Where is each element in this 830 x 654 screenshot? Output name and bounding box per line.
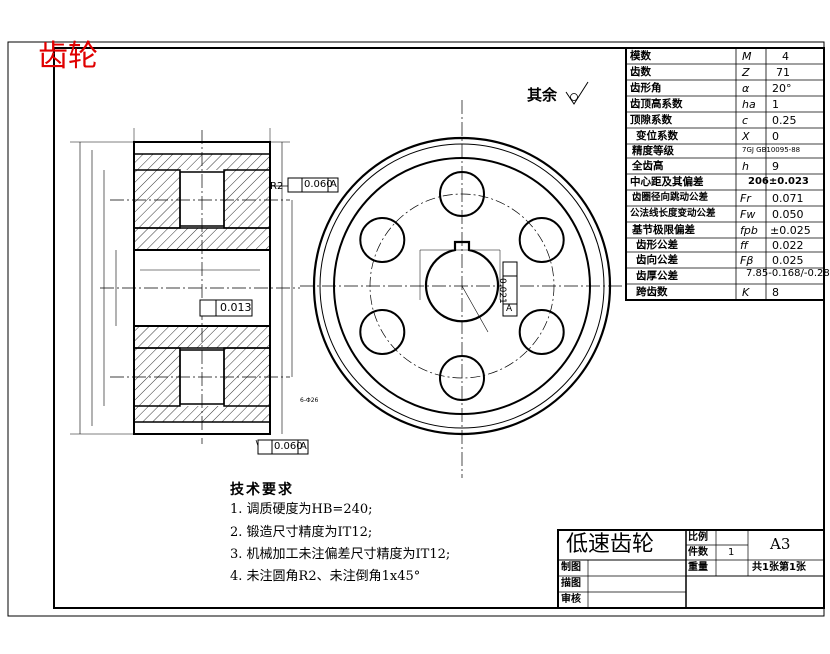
param-label-11: 基节极限偏差 [632,224,695,236]
part-name: 低速齿轮 [566,532,655,557]
roughness-symbol [565,81,589,105]
param-sym-15: K [742,286,750,299]
cylindricity-frame [199,299,253,317]
param-label-6: 精度等级 [632,145,674,157]
scale-label: 比例 [688,532,708,543]
param-label-7: 全齿高 [632,160,664,172]
drawn-label: 制图 [561,562,581,573]
param-val-12: 0.022 [772,239,804,252]
param-val-15: 8 [772,286,779,299]
param-sym-10: Fw [740,208,756,221]
param-label-3: 齿顶高系数 [630,98,683,110]
param-label-12: 齿形公差 [636,239,678,251]
param-sym-12: ff [740,239,748,252]
hole-note: 6-Φ26 [300,397,319,404]
param-label-14: 齿厚公差 [636,270,678,282]
cylindricity-value: 0.013 [220,301,252,314]
runout-frame-bottom [255,439,309,455]
param-val-4: 0.25 [772,114,797,127]
param-sym-0: M [742,50,752,63]
param-val-3: 1 [772,98,779,111]
param-val-6: 7GJ GB10095-88 [742,146,801,154]
keyway-symmetry-frame [502,261,518,317]
tech-req-item-2: 2. 锻造尺寸精度为IT12; [230,525,373,540]
param-val-1: 71 [776,66,790,79]
parameter-table [625,47,825,301]
runout-bottom-datum: A [300,441,307,452]
keyway-sym-datum: A [506,304,513,314]
roughness-note: 其余 [527,86,558,104]
weight-label: 重量 [688,562,708,573]
param-sym-4: c [742,114,749,127]
param-sym-13: Fβ [740,254,754,267]
tech-req-heading: 技术要求 [230,482,294,498]
checked-label: 审核 [561,594,581,605]
front-view [300,100,624,478]
param-label-1: 齿数 [630,66,651,78]
keyway-sym-value: 0.021 [497,278,507,304]
param-label-8: 中心距及其偏差 [630,176,704,188]
quantity-value: 1 [728,547,735,558]
runout-top-value: 0.060 [304,179,333,190]
radius-label: R2 [270,181,284,192]
param-val-7: 9 [772,160,779,173]
param-label-2: 齿形角 [630,82,662,94]
sheet-info: 共1张第1张 [752,562,806,573]
param-label-10: 公法线长度变动公差 [630,208,716,219]
section-view [70,128,300,444]
sheet-size: A3 [770,535,791,553]
runout-top-datum: A [330,179,337,190]
param-label-9: 齿圈径向跳动公差 [632,192,709,203]
param-sym-11: fpb [740,224,758,237]
drafted-label: 描图 [561,578,581,589]
tech-req-item-3: 3. 机械加工未注偏差尺寸精度为IT12; [230,547,451,562]
param-label-0: 模数 [630,50,651,62]
param-val-11: ±0.025 [770,224,811,237]
tech-req-item-1: 1. 调质硬度为HB=240; [230,502,373,517]
quantity-label: 件数 [688,547,708,558]
param-label-4: 顶隙系数 [630,114,672,126]
param-val-8: 206±0.023 [748,176,809,187]
tech-req-item-4: 4. 未注圆角R2、未注倒角1x45° [230,569,421,584]
runout-frame-top [270,177,339,193]
param-val-5: 0 [772,130,779,143]
title-block-frame [557,529,825,609]
param-val-14: 7.85-0.168/-0.28 [746,268,830,279]
runout-bottom-value: 0.060 [274,441,303,452]
param-val-10: 0.050 [772,208,804,221]
param-label-13: 齿向公差 [636,254,678,266]
drawing-title: 齿轮 [38,39,98,74]
param-val-0: 4 [782,50,789,63]
param-label-15: 跨齿数 [636,286,668,298]
inner-frame [53,47,825,609]
param-sym-7: h [742,160,749,173]
param-val-13: 0.025 [772,254,804,267]
param-sym-2: α [742,82,750,95]
param-sym-5: X [742,130,750,143]
param-val-2: 20° [772,82,792,95]
param-sym-3: ha [742,98,756,111]
param-label-5: 变位系数 [636,130,678,142]
param-val-9: 0.071 [772,192,804,205]
param-sym-9: Fr [740,192,751,205]
param-sym-1: Z [742,66,750,79]
